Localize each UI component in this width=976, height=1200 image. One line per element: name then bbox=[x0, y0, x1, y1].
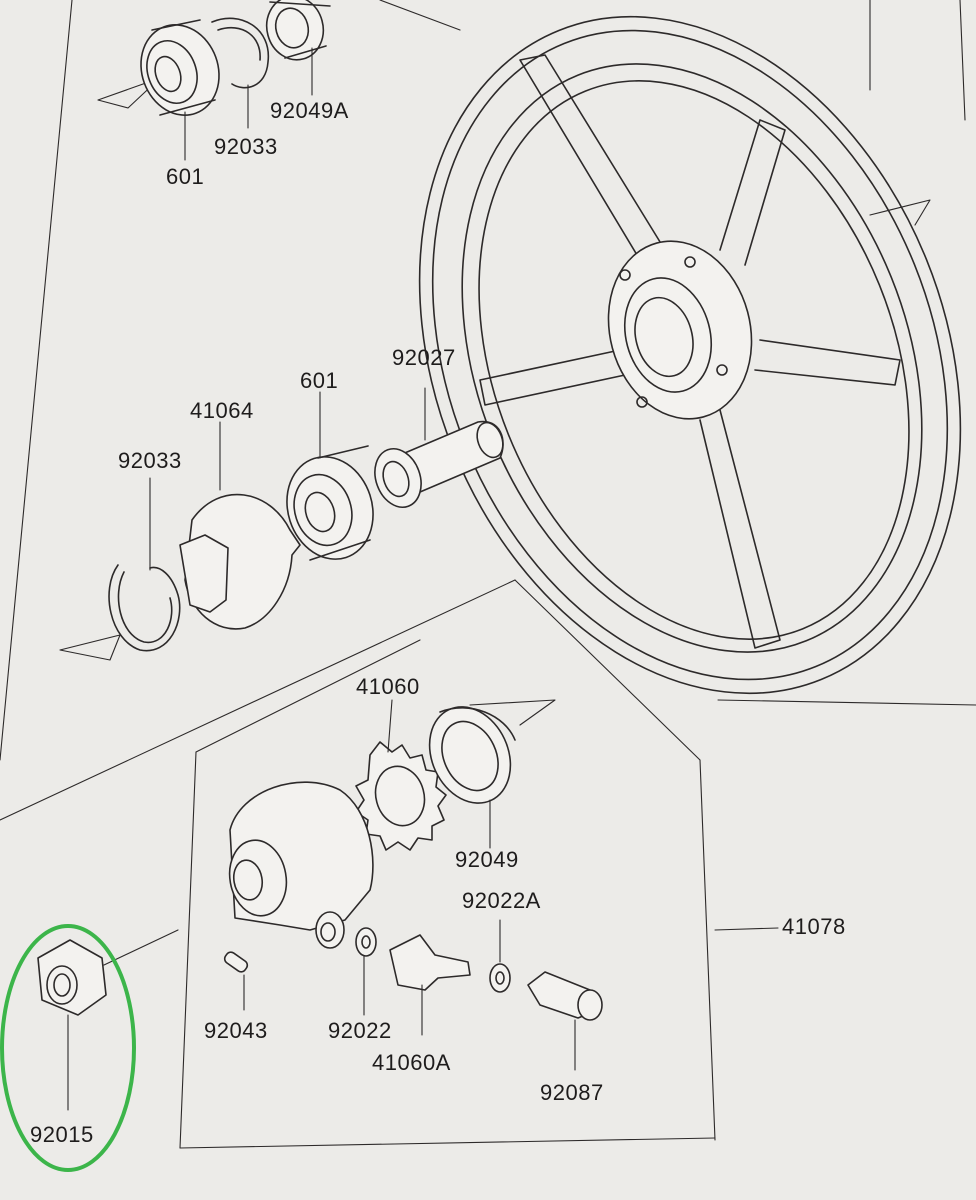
label-601-top: 601 bbox=[166, 164, 205, 189]
washer-92022 bbox=[355, 927, 377, 1016]
label-92033-mid: 92033 bbox=[118, 448, 182, 473]
wheel-hub bbox=[607, 240, 753, 420]
bearing-601-top bbox=[140, 19, 220, 116]
label-92015: 92015 bbox=[30, 1122, 94, 1147]
seal-92049A bbox=[265, 0, 331, 61]
wheel-spokes bbox=[479, 54, 901, 649]
pin-92043 bbox=[223, 951, 249, 1011]
label-92033-top: 92033 bbox=[214, 134, 278, 159]
label-92022: 92022 bbox=[328, 1018, 392, 1043]
label-92087: 92087 bbox=[540, 1080, 604, 1105]
seal-92049 bbox=[428, 706, 516, 849]
washer-92022A bbox=[489, 919, 511, 993]
label-601-mid: 601 bbox=[300, 368, 339, 393]
axis-guides bbox=[59, 77, 931, 726]
label-41064: 41064 bbox=[190, 398, 254, 423]
nut-92015 bbox=[37, 929, 179, 1111]
highlight-circle bbox=[0, 924, 136, 1172]
gear-housing bbox=[228, 781, 374, 949]
label-92049A: 92049A bbox=[270, 98, 349, 123]
label-41078: 41078 bbox=[782, 914, 846, 939]
pinion-41060A bbox=[389, 934, 471, 1036]
hub-plate-41064 bbox=[179, 421, 301, 630]
circlip-92033-top bbox=[211, 17, 270, 89]
gear-41060 bbox=[355, 699, 447, 851]
leaders-top bbox=[184, 47, 313, 161]
bushing-92087 bbox=[527, 971, 603, 1071]
label-92022A: 92022A bbox=[462, 888, 541, 913]
frame-lines bbox=[0, 0, 976, 1149]
label-41060A: 41060A bbox=[372, 1050, 451, 1075]
label-92043: 92043 bbox=[204, 1018, 268, 1043]
label-41060: 41060 bbox=[356, 674, 420, 699]
spacer-92027 bbox=[374, 387, 504, 508]
bearing-601-mid bbox=[286, 391, 374, 561]
label-92027: 92027 bbox=[392, 345, 456, 370]
label-92049: 92049 bbox=[455, 847, 519, 872]
circlip-92033-mid bbox=[108, 477, 181, 652]
